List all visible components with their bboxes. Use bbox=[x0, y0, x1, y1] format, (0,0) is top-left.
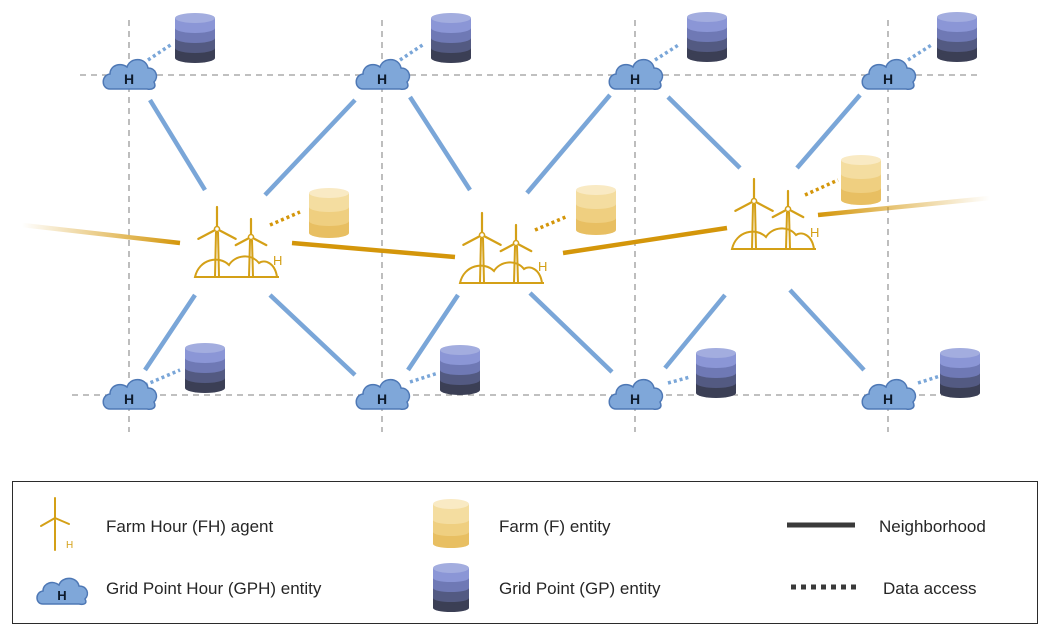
gph-node-bottom-2: H bbox=[355, 378, 411, 410]
gph-node-bottom-2-label: H bbox=[377, 391, 387, 407]
gph-cloud-icon: H bbox=[36, 577, 89, 606]
neighborhood-line-fh-2-3 bbox=[562, 225, 728, 256]
gph-node-bottom-4-label: H bbox=[883, 391, 893, 407]
fh-agent-3: H bbox=[730, 177, 819, 250]
neighborhood-line-gph-8 bbox=[528, 291, 614, 374]
legend-fh-agent-label: Farm Hour (FH) agent bbox=[106, 517, 274, 536]
data-access-gph-2 bbox=[399, 42, 425, 62]
farm-db-icon bbox=[433, 499, 469, 548]
data-access-fh-1 bbox=[269, 210, 301, 227]
farm-database-3 bbox=[841, 155, 881, 205]
fh-agent-3-label: H bbox=[810, 225, 819, 240]
gph-node-bottom-1: H bbox=[102, 378, 158, 410]
neighborhood-line-gph-11 bbox=[663, 293, 727, 370]
gph-nodes: H H H H H H H H bbox=[102, 58, 917, 410]
gph-node-top-2: H bbox=[355, 58, 411, 90]
neighborhood-line-gph-4 bbox=[268, 293, 357, 377]
neighborhood-line-gph-2 bbox=[263, 98, 357, 197]
fh-agents: H H H bbox=[193, 177, 819, 284]
legend: H Farm Hour (FH) agent H Grid Point Hour… bbox=[12, 481, 1038, 624]
legend-gp-entity-label: Grid Point (GP) entity bbox=[499, 579, 661, 598]
data-access-gph-4 bbox=[907, 42, 934, 62]
fh-agent-2-label: H bbox=[538, 259, 547, 274]
fh-agent-1: H bbox=[193, 205, 282, 278]
gph-cloud-icon-label: H bbox=[57, 588, 66, 603]
gp-databases bbox=[175, 12, 980, 398]
data-access-lines bbox=[144, 42, 941, 387]
farm-databases bbox=[309, 155, 881, 238]
legend-neighborhood-label: Neighborhood bbox=[879, 517, 986, 536]
fh-agent-icon-label: H bbox=[66, 540, 73, 551]
gph-node-top-2-label: H bbox=[377, 71, 387, 87]
farm-database-2 bbox=[576, 185, 616, 235]
gp-database-5 bbox=[185, 343, 225, 393]
data-access-line-icon bbox=[791, 584, 857, 590]
gph-node-bottom-1-label: H bbox=[124, 391, 134, 407]
diagram-canvas: H H H H H H H H H H H bbox=[21, 12, 991, 432]
gp-db-icon bbox=[433, 563, 469, 612]
neighborhood-line-gph-12 bbox=[788, 288, 866, 372]
gph-node-top-1: H bbox=[102, 58, 158, 90]
neighborhood-lines bbox=[21, 93, 991, 377]
legend-farm-entity-label: Farm (F) entity bbox=[499, 517, 611, 536]
neighborhood-line-gph-1 bbox=[148, 98, 207, 192]
neighborhood-line-gph-5 bbox=[408, 95, 472, 192]
gp-database-6 bbox=[440, 345, 480, 395]
gph-node-top-4: H bbox=[861, 58, 917, 90]
data-access-gph-8 bbox=[917, 374, 941, 385]
neighborhood-line-gph-10 bbox=[795, 93, 862, 170]
fh-agent-icon: H bbox=[40, 497, 73, 551]
data-access-gph-3 bbox=[654, 42, 681, 62]
gph-node-bottom-3-label: H bbox=[630, 391, 640, 407]
data-access-fh-3 bbox=[804, 178, 839, 197]
gp-database-2 bbox=[431, 13, 471, 63]
gp-database-8 bbox=[940, 348, 980, 398]
gph-node-bottom-3: H bbox=[608, 378, 664, 410]
gph-node-top-4-label: H bbox=[883, 71, 893, 87]
data-access-gph-7 bbox=[667, 375, 691, 385]
gph-node-top-1-label: H bbox=[124, 71, 134, 87]
gp-database-3 bbox=[687, 12, 727, 62]
data-access-gph-5 bbox=[144, 368, 181, 387]
gp-database-1 bbox=[175, 13, 215, 63]
gp-database-4 bbox=[937, 12, 977, 62]
neighborhood-line-fh-outgoing bbox=[817, 195, 991, 218]
data-access-fh-2 bbox=[534, 214, 569, 232]
neighborhood-line-gph-6 bbox=[525, 93, 612, 195]
gph-node-top-3-label: H bbox=[630, 71, 640, 87]
neighborhood-line-icon bbox=[787, 522, 855, 528]
neighborhood-line-fh-incoming bbox=[21, 222, 181, 246]
gph-node-bottom-4: H bbox=[861, 378, 917, 410]
neighborhood-line-fh-1-2 bbox=[291, 240, 456, 260]
legend-data-access-label: Data access bbox=[883, 579, 977, 598]
data-access-gph-1 bbox=[147, 42, 173, 62]
legend-gph-entity-label: Grid Point Hour (GPH) entity bbox=[106, 579, 322, 598]
data-access-gph-6 bbox=[409, 371, 439, 384]
neighborhood-line-gph-3 bbox=[143, 293, 197, 372]
neighborhood-line-gph-7 bbox=[406, 293, 460, 372]
fh-agent-2: H bbox=[458, 211, 547, 284]
neighborhood-line-gph-9 bbox=[666, 95, 742, 170]
fh-agent-1-label: H bbox=[273, 253, 282, 268]
gph-node-top-3: H bbox=[608, 58, 664, 90]
gp-database-7 bbox=[696, 348, 736, 398]
farm-database-1 bbox=[309, 188, 349, 238]
